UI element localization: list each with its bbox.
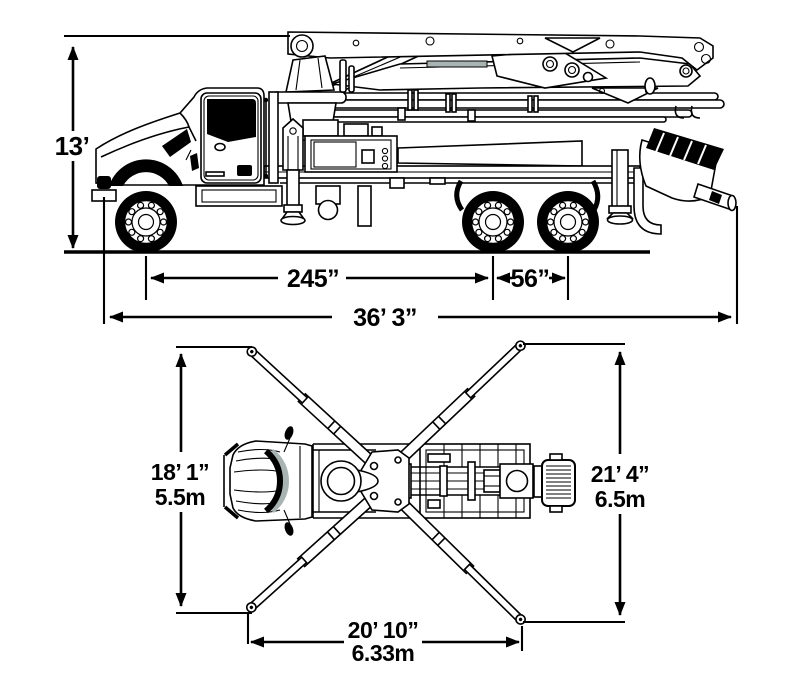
dim-overall-length: 36’ 3” bbox=[102, 197, 739, 332]
dim-rear-outrigger-spread: 21’ 4” 6.5m bbox=[523, 342, 650, 624]
mud-flap-rear bbox=[590, 179, 601, 212]
hopper bbox=[638, 128, 737, 212]
front-spread-feet-label: 18’ 1” bbox=[151, 459, 209, 485]
boom-top bbox=[377, 461, 534, 501]
footprint-meters-label: 6.33m bbox=[352, 640, 415, 666]
boom-assembly bbox=[287, 31, 725, 123]
cab bbox=[91, 87, 279, 202]
boom-pedestal bbox=[270, 55, 355, 141]
door-handle bbox=[214, 142, 226, 152]
dim-outrigger-footprint: 20’ 10” 6.33m bbox=[246, 613, 524, 666]
rear-outrigger-jack bbox=[606, 149, 662, 235]
dim-tandem-spacing: 56” bbox=[496, 256, 570, 300]
tandem-spacing-label: 56” bbox=[511, 265, 550, 293]
front-wheel bbox=[114, 190, 178, 254]
windshield bbox=[162, 129, 191, 157]
door-window bbox=[207, 99, 256, 142]
windshield-glass bbox=[268, 448, 290, 514]
mirror bbox=[190, 153, 199, 171]
dim-front-outrigger-spread: 18’ 1” 5.5m bbox=[151, 345, 252, 615]
rear-spread-meters-label: 6.5m bbox=[595, 486, 645, 512]
mud-flap-front bbox=[454, 179, 465, 212]
rear-spread-feet-label: 21’ 4” bbox=[591, 461, 649, 487]
cab-top bbox=[223, 426, 313, 536]
headlight bbox=[97, 176, 111, 189]
height-label: 13’ bbox=[55, 131, 90, 161]
truck-top-view bbox=[223, 340, 576, 625]
outrigger-arm-rear-left bbox=[245, 492, 379, 613]
rear-wheel-2 bbox=[536, 190, 600, 254]
windshield-frame bbox=[263, 448, 284, 514]
dim-wheelbase: 245” bbox=[144, 256, 495, 300]
overall-length-label: 36’ 3” bbox=[353, 304, 417, 332]
outrigger-arm-front-left bbox=[246, 346, 379, 469]
chassis-deck bbox=[195, 119, 641, 227]
mirror-bottom bbox=[284, 522, 294, 536]
turret-top bbox=[320, 460, 379, 502]
front-fender bbox=[109, 159, 183, 186]
radiator-grille bbox=[533, 453, 576, 513]
footprint-feet-label: 20’ 10” bbox=[348, 617, 419, 643]
exhaust-stack bbox=[268, 91, 279, 184]
rear-wheel-1 bbox=[461, 190, 525, 254]
front-outrigger-jack bbox=[280, 117, 306, 226]
dim-overall-height: 13’ bbox=[55, 34, 290, 249]
wheelbase-label: 245” bbox=[287, 265, 339, 293]
truck-side-view bbox=[64, 31, 737, 254]
mirror-top bbox=[284, 426, 294, 440]
front-spread-meters-label: 5.5m bbox=[155, 484, 205, 510]
